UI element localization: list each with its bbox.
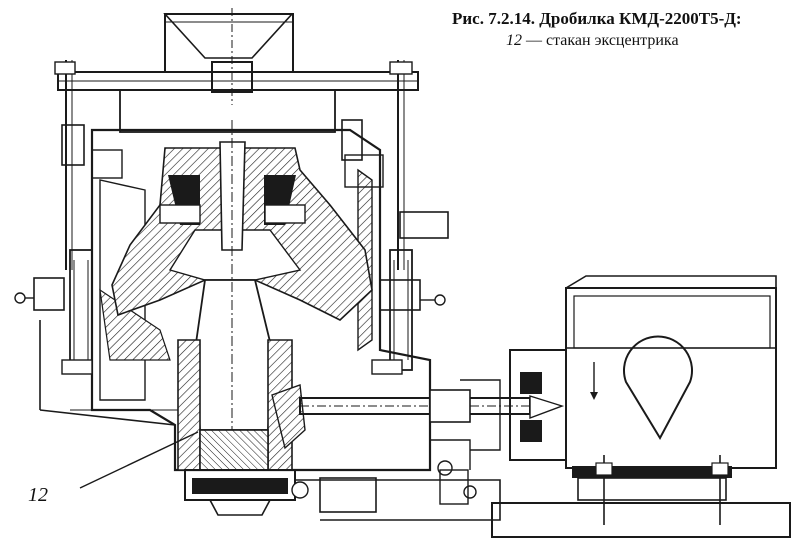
caption-title: Рис. 7.2.14. Дробилка КМД-2200Т5-Д:	[452, 9, 742, 28]
figure-caption: Рис. 7.2.14. Дробилка КМД-2200Т5-Д: 12 —…	[452, 8, 792, 52]
legend-number: 12	[506, 32, 522, 49]
left-hydraulic-units	[14, 124, 123, 375]
crushing-cone	[111, 120, 373, 460]
caption-legend-item: 12 — стакан эксцентрика	[452, 30, 792, 52]
callout-12-leader	[79, 431, 199, 489]
callout-label-12: 12	[28, 484, 48, 506]
lubrication-piping	[291, 379, 501, 521]
right-hydraulic-units	[341, 119, 449, 375]
legend-text: — стакан эксцентрика	[526, 32, 679, 49]
countershaft	[271, 349, 567, 461]
